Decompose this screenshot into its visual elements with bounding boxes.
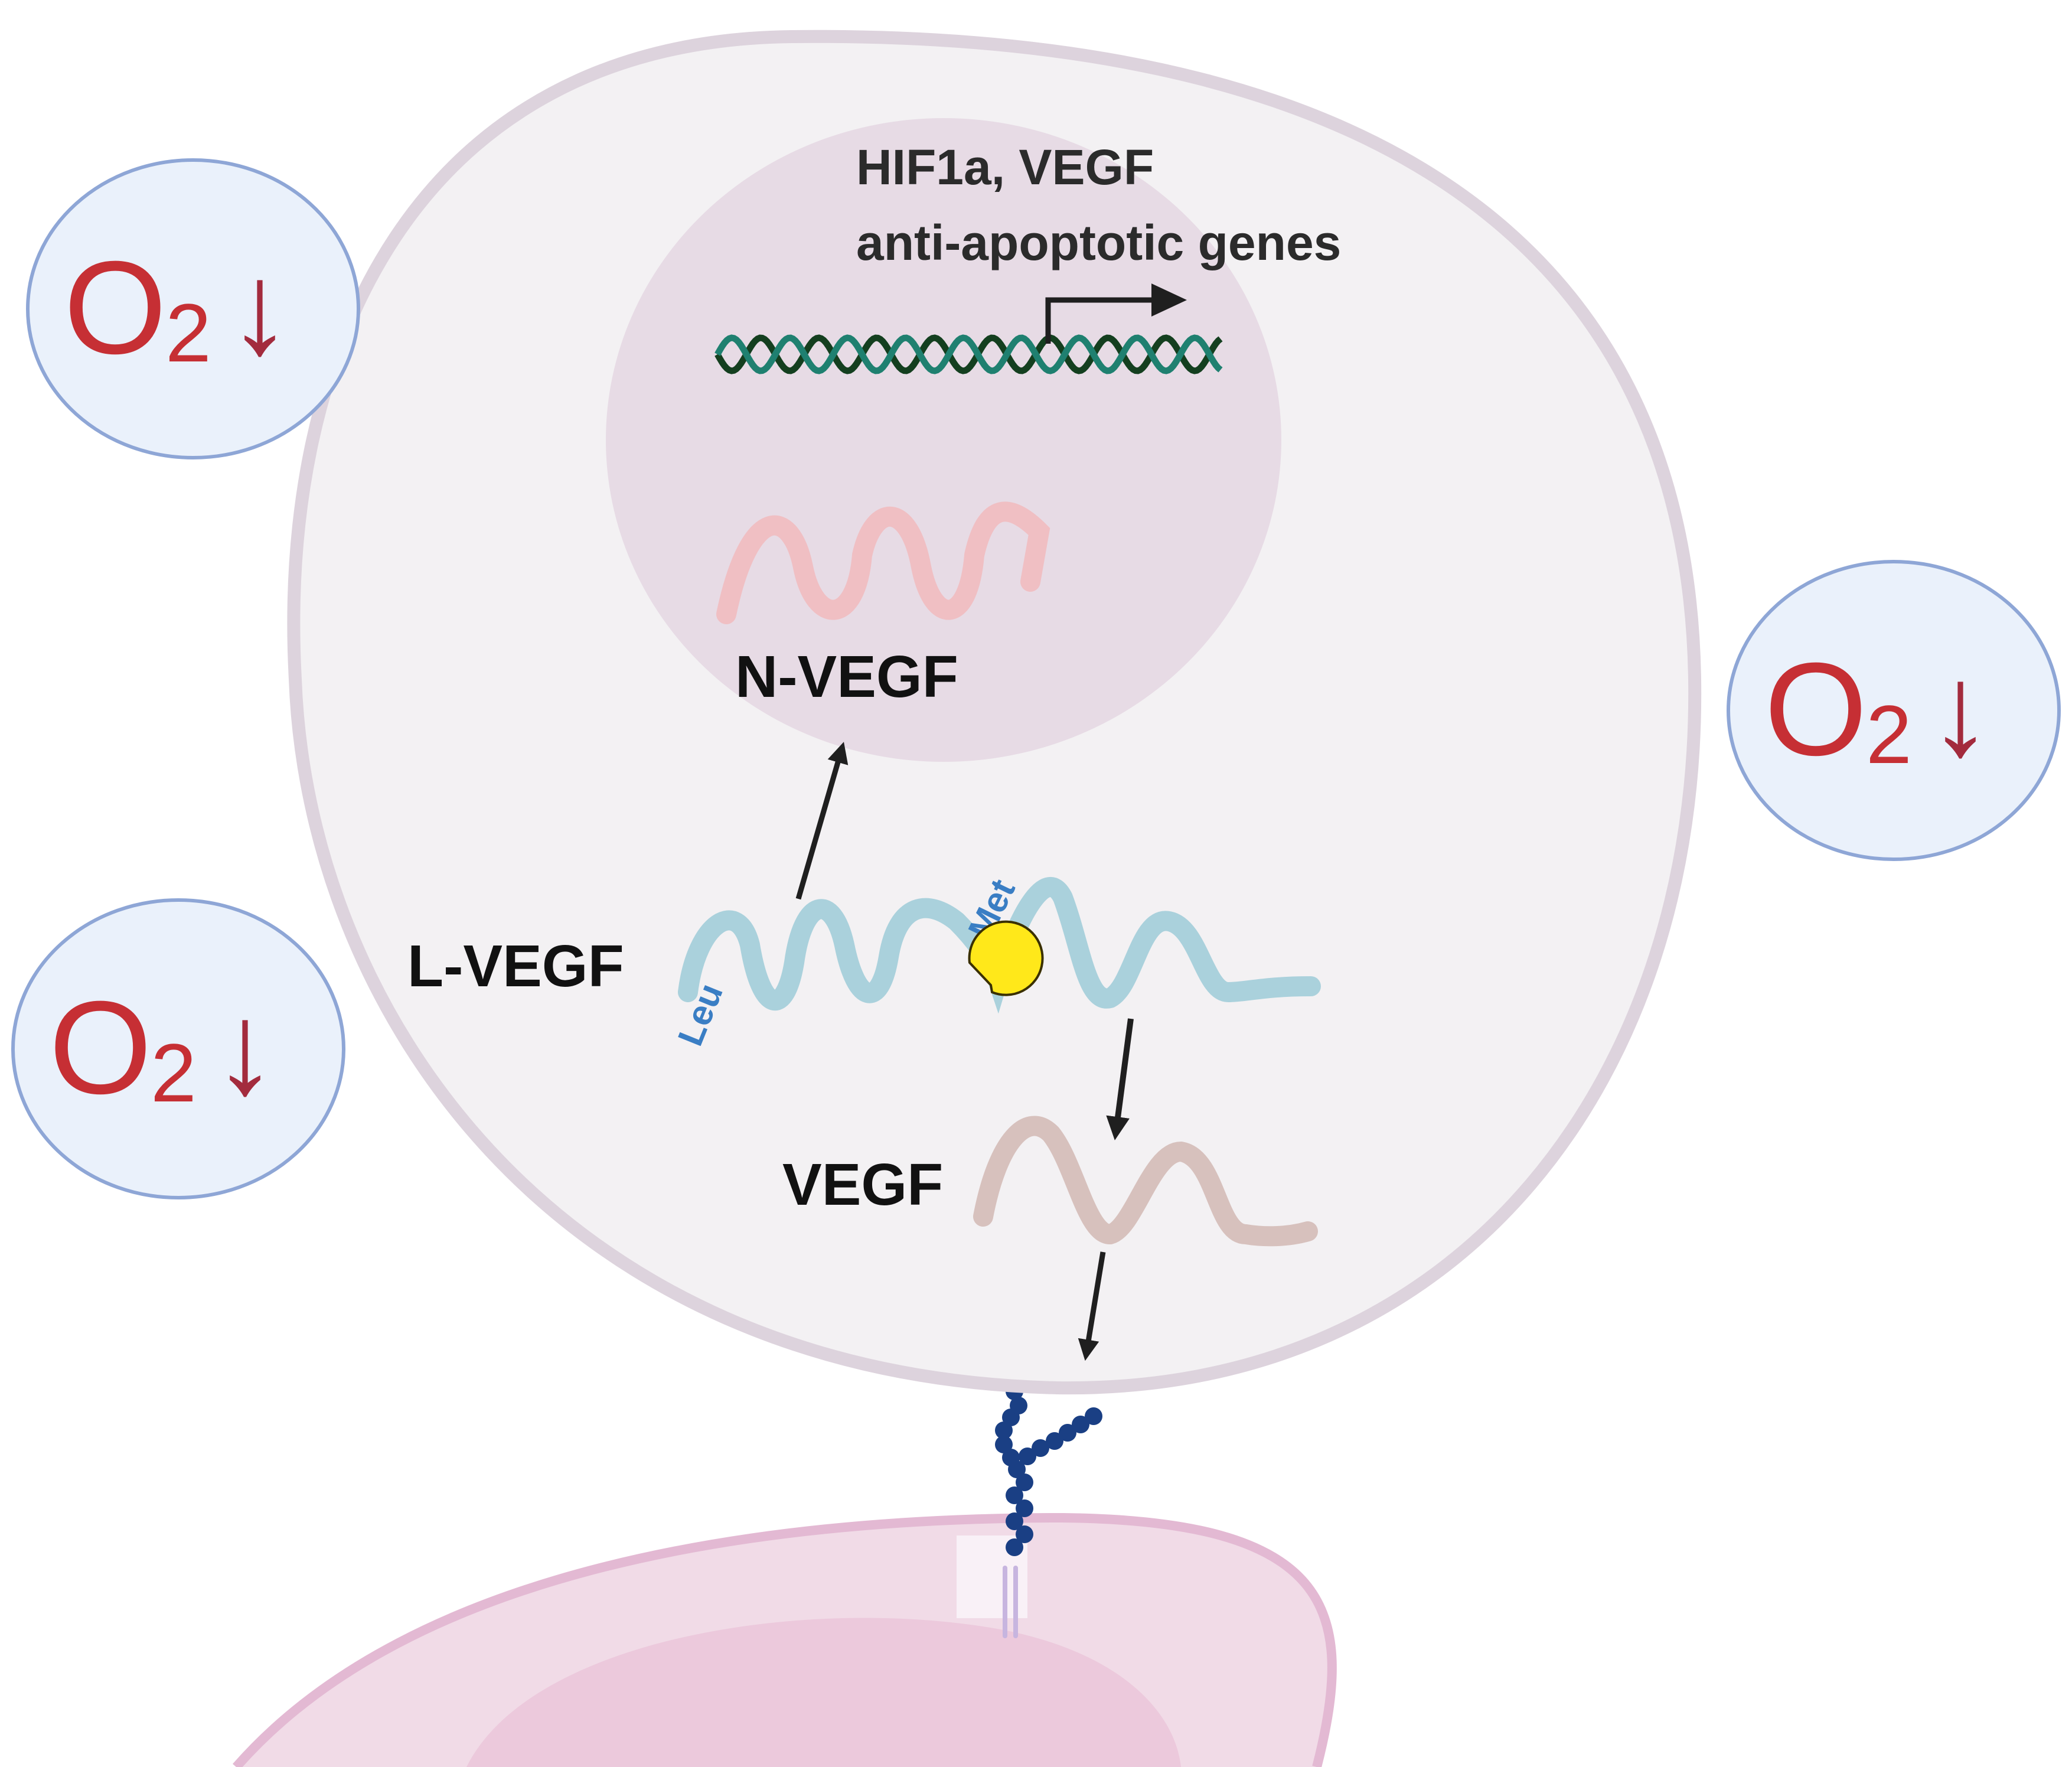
receptor-bead	[1019, 1447, 1036, 1465]
genes-line-2: anti-apoptotic genes	[856, 215, 1341, 270]
down-arrow-icon: ↓	[213, 976, 278, 1121]
oxygen-bubble	[1727, 560, 2061, 861]
down-arrow-icon: ↓	[227, 236, 292, 381]
l-vegf-label: L-VEGF	[407, 933, 624, 999]
vegf-label: VEGF	[782, 1152, 943, 1218]
oxygen-subscript: 2	[165, 286, 211, 379]
receptor-bead	[1006, 1486, 1023, 1504]
receptor-bead	[1016, 1473, 1033, 1491]
l-vegf-strand	[678, 877, 1321, 1014]
vegf-strand	[973, 1116, 1318, 1247]
oxygen-symbol: O	[1764, 635, 1867, 783]
transcription-start-arrow	[1045, 297, 1157, 344]
oxygen-symbol: O	[64, 234, 167, 382]
oxygen-bubble	[11, 898, 345, 1199]
dna-strand-b	[714, 334, 1223, 374]
receptor-bead	[1016, 1525, 1033, 1543]
vegf-receptor	[957, 1370, 1102, 1638]
hypoxic-cell	[287, 30, 1702, 1395]
receptor-bead	[1032, 1439, 1049, 1457]
oxygen-bubble	[26, 158, 360, 459]
dna-helix	[714, 334, 1223, 374]
target-cell-nucleus	[466, 1618, 1181, 1767]
n-vegf-strand	[716, 501, 1050, 624]
receptor-bead	[1046, 1432, 1063, 1450]
arrow-to-nucleus	[795, 742, 849, 900]
cleavage-enzyme	[968, 920, 1044, 996]
receptor-bead	[1072, 1416, 1089, 1433]
oxygen-indicator-bottom-left: O 2 ↓	[11, 898, 345, 1199]
receptor-beads	[995, 1370, 1102, 1556]
oxygen-subscript: 2	[1866, 688, 1912, 781]
receptor-bead	[995, 1436, 1013, 1453]
receptor-bead	[1085, 1407, 1102, 1425]
receptor-bead	[1010, 1397, 1027, 1414]
receptor-transmembrane-domain	[1003, 1566, 1018, 1638]
oxygen-indicator-top-left: O 2 ↓	[26, 158, 360, 459]
receptor-bead	[1002, 1449, 1020, 1466]
nucleus	[606, 118, 1281, 762]
receptor-bead	[1006, 1538, 1023, 1556]
down-arrow-icon: ↓	[1928, 637, 1993, 783]
transcription-arrowhead	[1151, 283, 1187, 317]
oxygen-indicator-right: O 2 ↓	[1727, 560, 2061, 861]
genes-line-1: HIF1a, VEGF	[856, 139, 1154, 195]
oxygen-subscript: 2	[151, 1026, 197, 1119]
target-cell	[232, 1512, 1337, 1767]
receptor-bead	[1059, 1424, 1076, 1442]
target-cell-membrane	[232, 1512, 1337, 1767]
arrow-secretion	[1078, 1251, 1106, 1361]
arrow-to-vegf	[1106, 1018, 1134, 1140]
n-vegf-label: N-VEGF	[735, 644, 958, 710]
receptor-bead	[1016, 1499, 1033, 1517]
receptor-bead	[995, 1422, 1013, 1439]
dna-strand-a	[714, 334, 1223, 374]
receptor-bead	[1006, 1512, 1023, 1530]
oxygen-symbol: O	[49, 974, 152, 1122]
